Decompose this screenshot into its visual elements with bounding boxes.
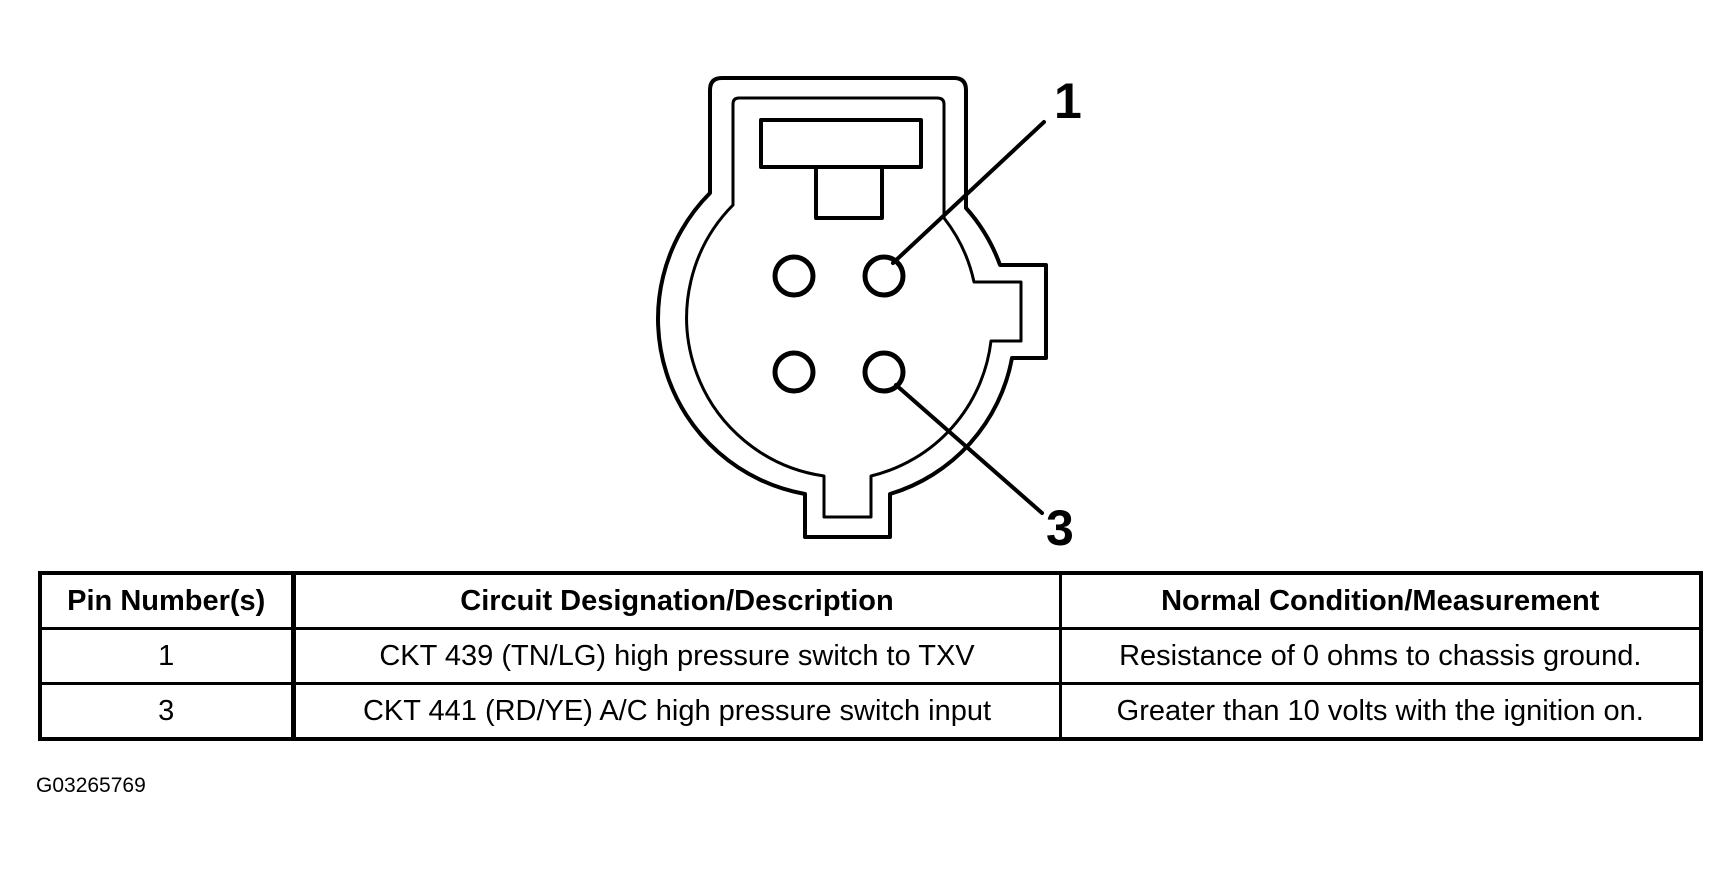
- header-normal-condition: Normal Condition/Measurement: [1058, 571, 1703, 630]
- callout-label-3: 3: [1046, 500, 1074, 556]
- pin-table: Pin Number(s) Circuit Designation/Descri…: [38, 571, 1703, 741]
- pin-hole-2: [772, 254, 816, 298]
- table-header-row: Pin Number(s) Circuit Designation/Descri…: [38, 571, 1703, 630]
- header-pin-numbers: Pin Number(s): [38, 571, 296, 630]
- header-circuit-designation: Circuit Designation/Description: [291, 571, 1062, 630]
- callout-label-1: 1: [1054, 73, 1082, 129]
- row-normal-condition: Resistance of 0 ohms to chassis ground.: [1058, 627, 1703, 685]
- row-circuit-description: CKT 441 (RD/YE) A/C high pressure switch…: [291, 682, 1062, 741]
- table-row: 3 CKT 441 (RD/YE) A/C high pressure swit…: [38, 682, 1703, 741]
- row-circuit-description: CKT 439 (TN/LG) high pressure switch to …: [291, 627, 1062, 685]
- pin-hole-4: [772, 350, 816, 394]
- connector-diagram: 1 3: [656, 73, 1082, 556]
- pin-hole-3: [862, 350, 906, 394]
- figure-id: G03265769: [36, 774, 146, 797]
- callout-leader-3: [894, 383, 1044, 515]
- connector-inner-shell: [685, 96, 1023, 519]
- locking-tab-lower: [814, 165, 884, 220]
- locking-tab: [759, 118, 923, 169]
- connector-outer-shell: [656, 76, 1048, 539]
- pin-hole-1: [862, 254, 906, 298]
- table-row: 1 CKT 439 (TN/LG) high pressure switch t…: [38, 627, 1703, 685]
- row-pin-number: 3: [38, 682, 296, 741]
- row-normal-condition: Greater than 10 volts with the ignition …: [1058, 682, 1703, 741]
- row-pin-number: 1: [38, 627, 296, 685]
- callout-leader-1: [891, 120, 1046, 265]
